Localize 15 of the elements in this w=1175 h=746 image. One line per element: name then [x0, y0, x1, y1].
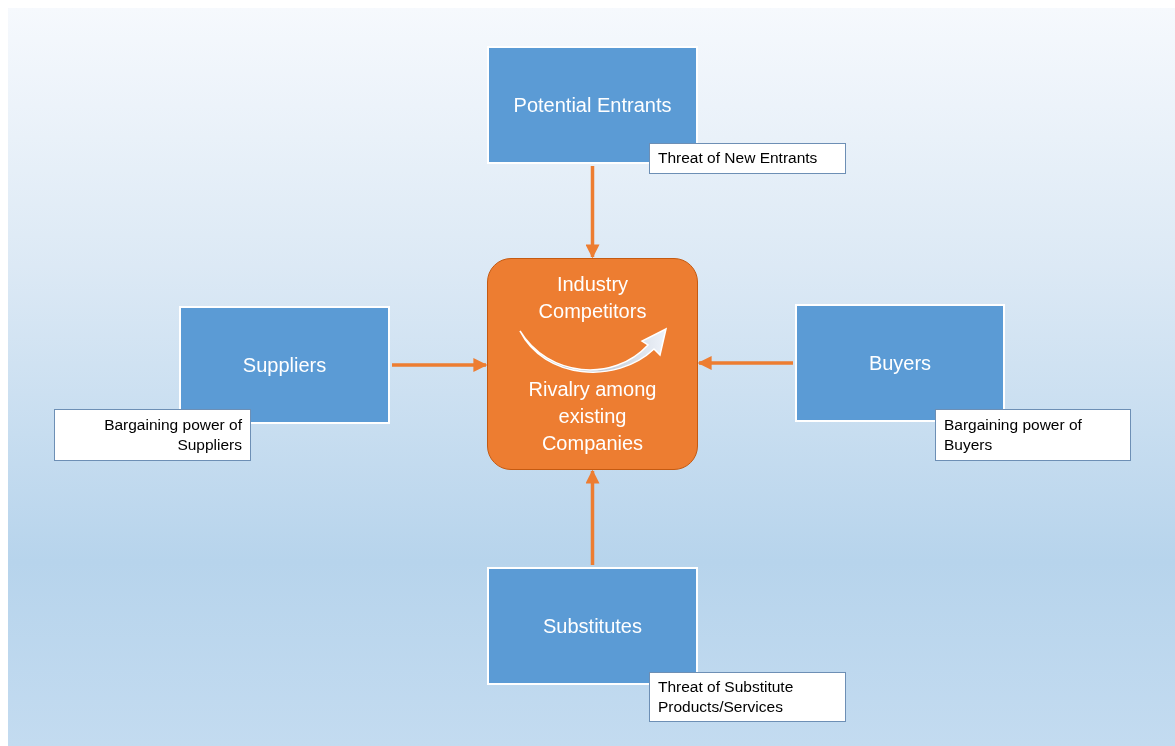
arrow — [392, 358, 488, 372]
caption-label: Bargaining power of Buyers — [935, 409, 1131, 461]
caption-label: Threat of Substitute Products/Services — [649, 672, 846, 722]
node-title: Suppliers — [242, 352, 327, 378]
node-title: Buyers — [868, 350, 932, 376]
caption-label: Threat of New Entrants — [649, 143, 846, 174]
caption-label: Bargaining power of Suppliers — [54, 409, 251, 461]
node-title: Potential Entrants — [513, 92, 672, 118]
arrow — [697, 356, 793, 370]
node-title: Substitutes — [543, 613, 642, 639]
node-text: Rivalry among existing Companies — [527, 377, 658, 456]
arrow — [585, 166, 600, 259]
center-box — [487, 258, 698, 470]
node-title: Industry Competitors — [537, 272, 648, 324]
arrow — [585, 469, 600, 565]
